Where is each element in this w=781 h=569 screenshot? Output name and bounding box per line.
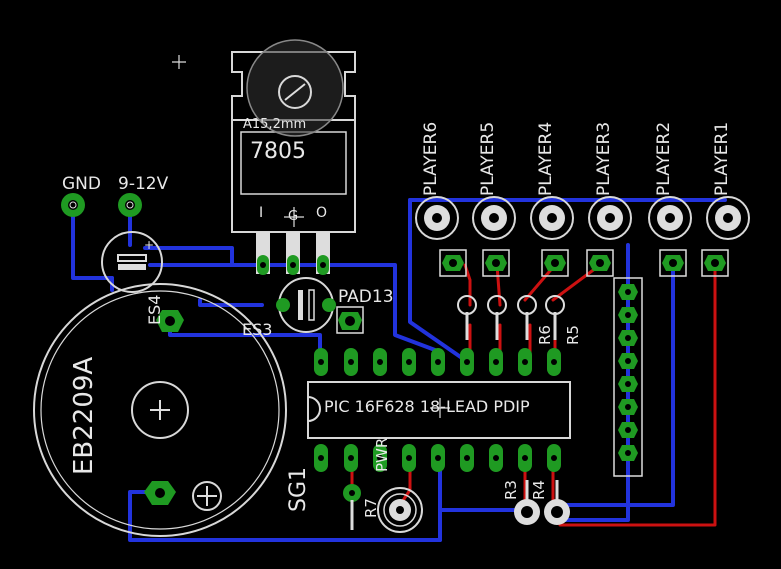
capacitor-plus-icon: + — [144, 238, 154, 252]
player3-led: PLAYER3 — [586, 122, 632, 277]
player5-label: PLAYER5 — [478, 122, 498, 196]
crosshair-marks — [172, 55, 450, 418]
power-led: PWR R7 — [343, 438, 423, 533]
player6-label: PLAYER6 — [421, 122, 441, 196]
player-resistors-bottom: R3 R4 — [502, 480, 570, 525]
player4-led: PLAYER4 — [530, 122, 574, 277]
buzzer-name-label: EB2209A — [69, 357, 99, 475]
regulator-package-label: A15,2mm — [243, 117, 306, 132]
player5-led: PLAYER5 — [472, 122, 516, 277]
player2-label: PLAYER2 — [654, 122, 674, 196]
pad13-label: PAD13 — [338, 287, 394, 307]
es3-label: ES3 — [242, 320, 272, 339]
ic-value-label: PIC 16F628 18-LEAD PDIP — [324, 397, 530, 416]
ic-bottom-pins — [314, 444, 561, 472]
voltage-regulator-7805: A15,2mm 7805 I G O — [231, 39, 356, 275]
power-input-connector: GND 9-12V — [61, 174, 169, 217]
input-capacitor: + — [101, 231, 163, 293]
r6-label: R6 — [536, 325, 554, 345]
vin-label: 9-12V — [118, 174, 169, 194]
pic-microcontroller: PIC 16F628 18-LEAD PDIP — [307, 348, 571, 472]
player3-label: PLAYER3 — [594, 122, 614, 196]
sg1-label: SG1 — [286, 467, 311, 512]
header-pins — [618, 284, 638, 461]
r4-label: R4 — [530, 480, 548, 500]
pin-header-strip — [613, 277, 643, 477]
player4-label: PLAYER4 — [536, 122, 556, 196]
r5-label: R5 — [564, 325, 582, 345]
es-pads: ES4 ES3 — [145, 295, 272, 339]
pwr-label: PWR — [373, 438, 391, 472]
player-resistors-top: R6 R5 — [457, 295, 582, 345]
ceramic-capacitor — [276, 277, 336, 333]
player2-led: PLAYER2 — [648, 122, 692, 277]
regulator-pin1-label: I — [259, 205, 263, 221]
regulator-pin3-label: O — [316, 205, 327, 221]
r7-label: R7 — [362, 498, 380, 518]
player1-led: PLAYER1 — [701, 122, 750, 277]
player6-led: PLAYER6 — [415, 122, 467, 277]
gnd-label: GND — [62, 174, 101, 194]
ic-top-pins — [314, 348, 561, 376]
es4-label: ES4 — [145, 295, 164, 325]
buzzer-eb2209a: EB2209A — [33, 283, 287, 537]
regulator-value-label: 7805 — [250, 139, 306, 164]
r3-label: R3 — [502, 480, 520, 500]
player-leds: PLAYER6 PLAYER5 PLAYER4 PL — [415, 122, 750, 277]
pad13: PAD13 — [336, 287, 394, 334]
player1-label: PLAYER1 — [712, 122, 732, 196]
